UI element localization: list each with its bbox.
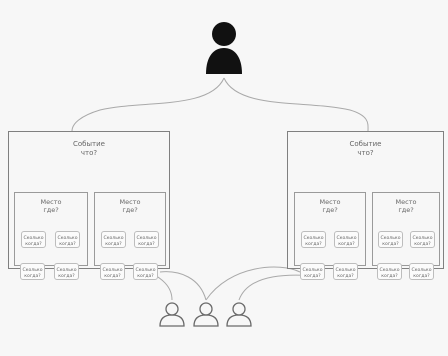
slot-box: Сколько когда? <box>378 231 403 248</box>
event-question: что? <box>80 149 98 157</box>
slot-label: Сколько <box>136 236 157 241</box>
connector-bottom-left-2 <box>159 271 207 301</box>
event-label: Событие <box>73 140 105 148</box>
slot-label: Сколько <box>57 236 78 241</box>
slot-box: Сколько когда? <box>101 231 126 248</box>
place-question: где? <box>122 206 138 214</box>
slot-label: Сколько <box>103 236 124 241</box>
person-outline-icon <box>159 302 252 327</box>
place-label: Место <box>119 198 141 206</box>
slot-box: Сколько когда? <box>55 231 80 248</box>
slot-box: Сколько когда? <box>334 231 359 248</box>
event-question: что? <box>357 149 374 157</box>
slot-box: Сколько когда? <box>134 231 159 248</box>
slot-question: когда? <box>25 242 42 247</box>
place-box-left-1: Место где? Сколько когда? Сколько когда? <box>14 192 88 266</box>
slot-question: когда? <box>59 242 76 247</box>
slot-label: Сколько <box>336 236 357 241</box>
slot-question: когда? <box>382 242 399 247</box>
slot-box: Сколько когда? <box>410 231 435 248</box>
slot-question: когда? <box>338 242 355 247</box>
event-label: Событие <box>349 140 382 148</box>
person-icon <box>206 22 242 74</box>
connector-right-event <box>223 77 369 132</box>
place-label: Место <box>40 198 62 206</box>
place-question: где? <box>322 206 338 214</box>
slot-question: когда? <box>305 242 322 247</box>
slot-box: Сколько когда? <box>21 231 46 248</box>
slot-box: Сколько когда? <box>301 231 326 248</box>
connector-left-event <box>71 77 225 132</box>
slot-question: когда? <box>138 242 155 247</box>
slot-question: когда? <box>414 242 431 247</box>
connector-bottom-right-2 <box>205 266 301 301</box>
slot-question: когда? <box>105 242 122 247</box>
connector-bottom-left <box>149 271 173 301</box>
place-question: где? <box>398 206 414 214</box>
slot-label: Сколько <box>23 236 44 241</box>
place-box-right-2: Место где? Сколько когда? Сколько когда? <box>372 192 440 266</box>
place-box-right-1: Место где? Сколько когда? Сколько когда? <box>294 192 366 266</box>
connector-bottom-right <box>238 274 319 301</box>
slot-label: Сколько <box>380 236 401 241</box>
place-label: Место <box>395 198 417 206</box>
place-box-left-2: Место где? Сколько когда? Сколько когда? <box>94 192 166 266</box>
slot-label: Сколько <box>412 236 433 241</box>
slot-label: Сколько <box>303 236 324 241</box>
place-label: Место <box>319 198 341 206</box>
place-question: где? <box>43 206 59 214</box>
